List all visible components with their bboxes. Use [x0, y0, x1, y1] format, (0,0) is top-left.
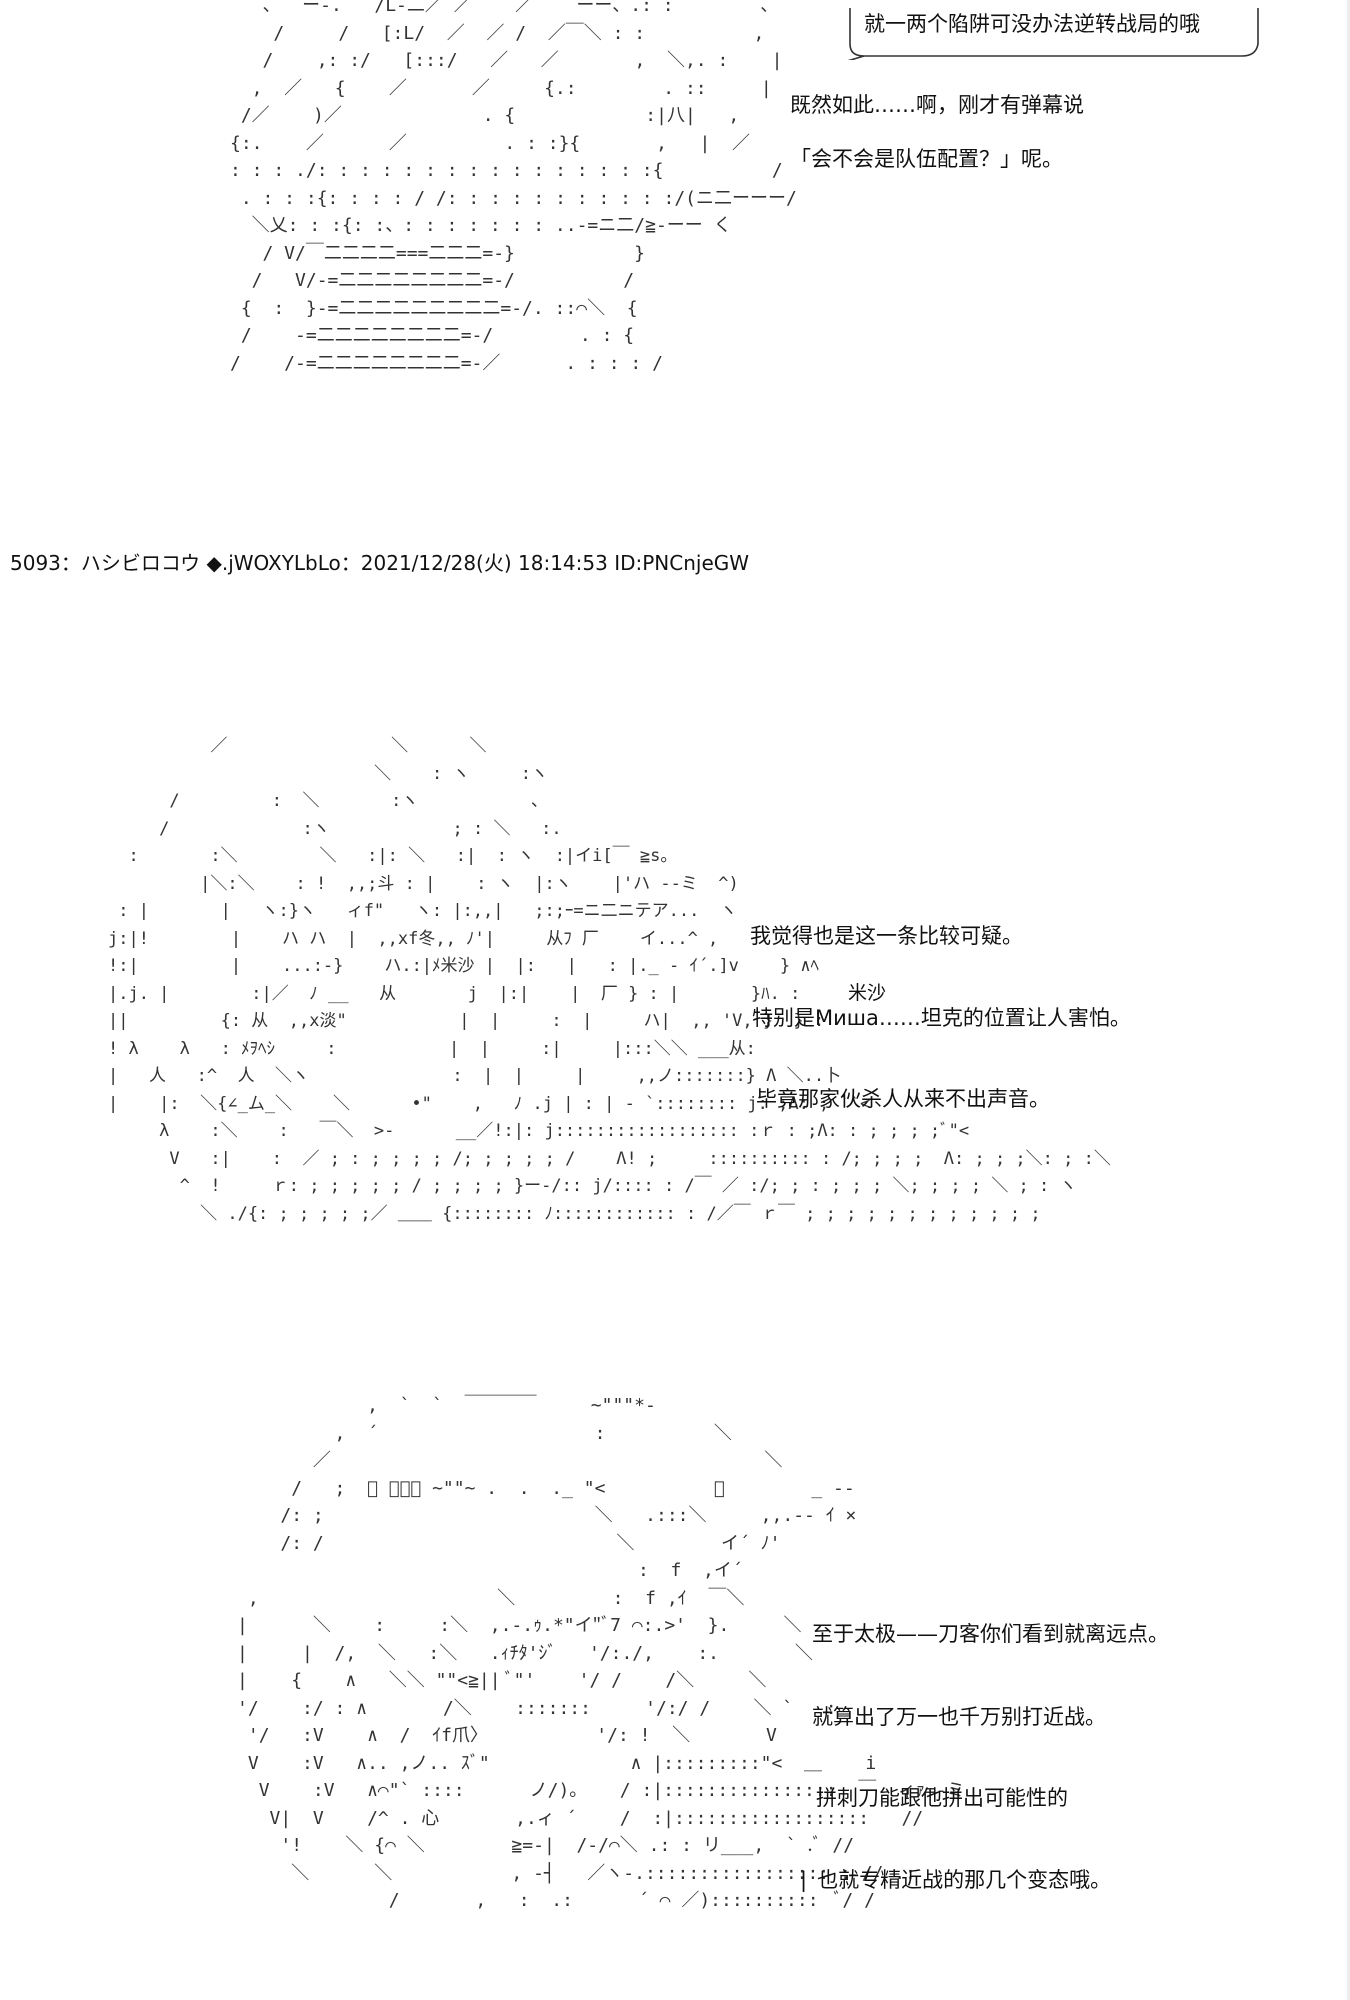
speech-bubble-outline — [847, 8, 1259, 60]
dialogue-line: 我觉得也是这一条比较可疑。 — [750, 924, 1023, 948]
dialogue-line: 拼刺刀能跟他拼出可能性的 — [816, 1786, 1068, 1810]
post-header: 5093：ハシビロコウ ◆.jWOXYLbLo：2021/12/28(火) 18… — [10, 551, 750, 575]
dialogue-line-text: 也就专精近战的那几个变态哦。 — [817, 1868, 1112, 1892]
ruby-annotation: 米沙 — [848, 982, 887, 1004]
ascii-art-character-3: , ` ` ￣￣￣￣ ~"""*- , ´ : ＼ ／ ＼ / ; ﾞ ￣￣￣ … — [237, 1395, 965, 1911]
vertical-bar-mark: | — [800, 1868, 808, 1892]
ascii-art-character-2: ／ ＼ ＼ ＼ : ヽ :ヽ / : ＼ :ヽ 、 / :ヽ ; : ＼ :. … — [108, 736, 1111, 1224]
dialogue-line: 既然如此……啊，刚才有弹幕说 — [790, 93, 1084, 117]
ascii-art-character-1: 、 `ー‐.´ /L-二／ ／ ／ ーー、.: : 、 / / [:L/ ／ ／… — [230, 0, 797, 374]
dialogue-line: | 也就专精近战的那几个变态哦。 — [800, 1866, 1111, 1894]
dialogue-line: 毕竟那家伙杀人从来不出声音。 — [756, 1087, 1050, 1111]
speech-bubble: 就一两个陷阱可没办法逆转战局的哦 — [838, 0, 1268, 60]
page-edge — [1347, 0, 1350, 2000]
dialogue-line: 「会不会是队伍配置？」呢。 — [790, 147, 1063, 171]
dialogue-line: 至于太极——刀客你们看到就离远点。 — [812, 1622, 1169, 1646]
dialogue-line: 特别是Мишa……坦克的位置让人害怕。 — [752, 1006, 1131, 1030]
speech-bubble-text: 就一两个陷阱可没办法逆转战局的哦 — [864, 12, 1200, 36]
dialogue-line: 就算出了万一也千万别打近战。 — [812, 1705, 1106, 1729]
